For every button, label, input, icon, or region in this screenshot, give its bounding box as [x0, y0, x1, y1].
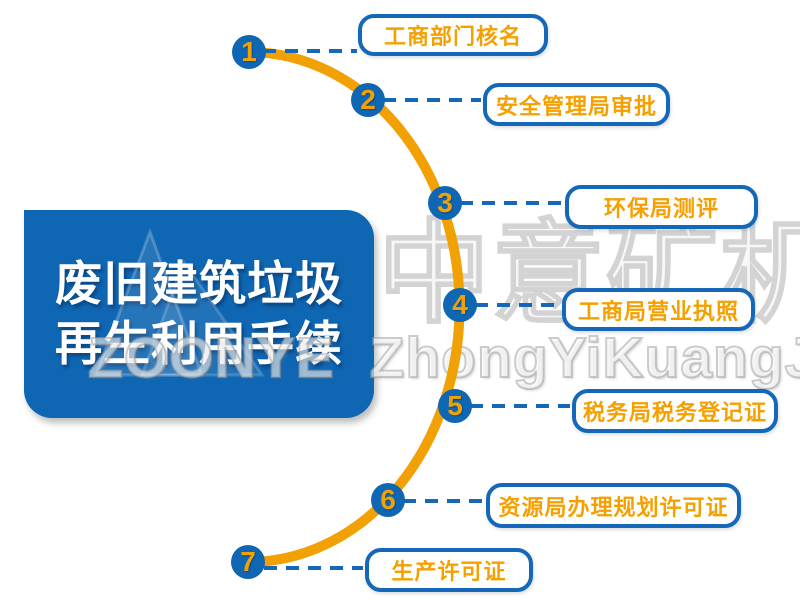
step-circle-4: 4	[443, 288, 477, 322]
step-circle-5: 5	[438, 389, 472, 423]
title-line-1: 废旧建筑垃圾	[55, 257, 343, 310]
step-label-2: 安全管理局审批	[483, 83, 670, 126]
step-circle-2: 2	[351, 83, 385, 117]
step-circle-1: 1	[232, 35, 266, 69]
step-label-7: 生产许可证	[365, 548, 533, 592]
watermark-logo-text: ZOONYE ZhongYiKuangJi	[87, 326, 800, 390]
step-label-4: 工商局营业执照	[562, 288, 755, 331]
step-circle-7: 7	[231, 545, 265, 579]
step-label-3: 环保局测评	[565, 185, 758, 229]
step-circle-6: 6	[371, 483, 405, 517]
process-arc	[243, 47, 465, 568]
title-box: 废旧建筑垃圾 再生利用手续	[24, 210, 374, 418]
step-label-1: 工商部门核名	[358, 14, 548, 56]
step-circle-3: 3	[428, 186, 462, 220]
title-line-2: 再生利用手续	[55, 317, 343, 370]
step-label-5: 税务局税务登记证	[572, 389, 778, 433]
step-label-6: 资源局办理规划许可证	[486, 483, 741, 528]
